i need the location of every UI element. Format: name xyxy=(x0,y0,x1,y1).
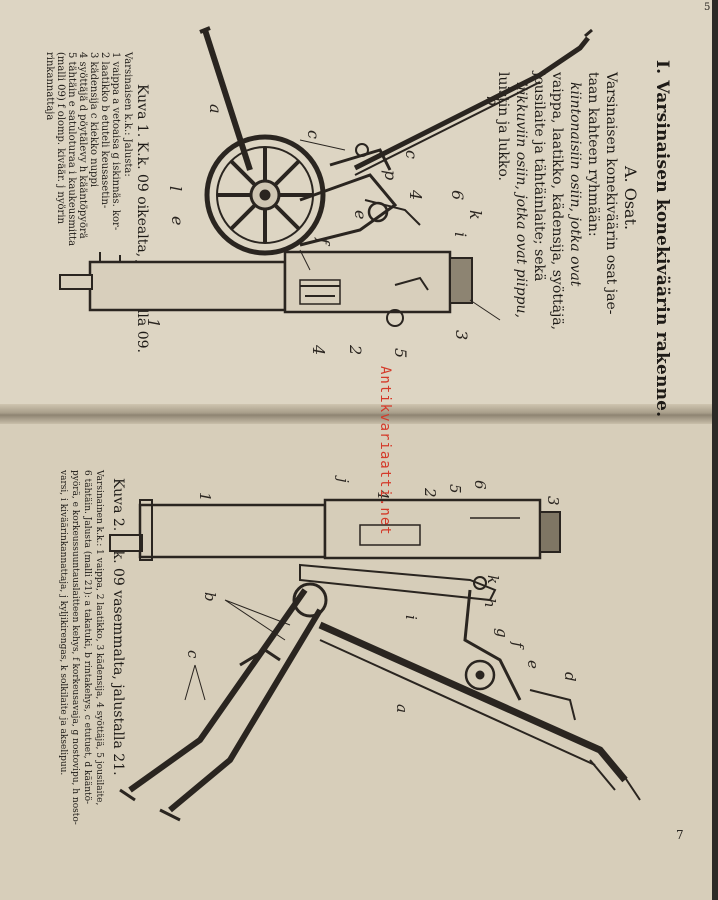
trail-bar xyxy=(353,36,590,171)
page-number: 7 xyxy=(676,828,684,842)
drawing-label: c xyxy=(402,150,421,159)
rear-grip xyxy=(539,511,561,553)
upper-page xyxy=(0,0,718,410)
drawing-label: e xyxy=(524,660,542,669)
drawing-label: e xyxy=(168,216,187,225)
page-edge xyxy=(712,0,718,900)
drawing-label: 6 xyxy=(448,190,467,200)
front-leg-b xyxy=(168,608,323,813)
drawing-label: 4 xyxy=(374,489,392,500)
drawing-label: k xyxy=(484,575,502,584)
watermark: Antikvariaatti.net xyxy=(377,366,393,536)
gun-body-fig1 xyxy=(59,250,473,327)
drawing-label: 3 xyxy=(452,330,471,340)
drawing-label: f xyxy=(509,641,527,650)
drawing-label: 1 xyxy=(196,492,214,502)
figure-2-labels: 1 4 2 5 6 3 j k h i g f e d a b c xyxy=(184,475,579,713)
rear-leg xyxy=(318,621,628,783)
drawing-label: b xyxy=(483,96,502,106)
drawing-label: 1 xyxy=(144,318,163,328)
drawing-label: 4 xyxy=(309,344,328,355)
handle-arm xyxy=(202,29,253,171)
figure-2-drawing xyxy=(109,498,641,822)
receiver-box xyxy=(323,498,542,560)
carriage-wheel xyxy=(204,134,326,256)
figure-1-drawing xyxy=(59,26,593,327)
drawing-label: 6 xyxy=(471,480,489,490)
drawing-label: 3 xyxy=(544,496,562,506)
drawing-label: p xyxy=(381,170,400,180)
barrel-jacket xyxy=(138,503,327,559)
drawing-label: a xyxy=(206,104,225,114)
drawing-label: b xyxy=(201,592,219,602)
tripod-hub xyxy=(292,582,328,618)
gun-cradle xyxy=(299,563,497,602)
traverse-wheel xyxy=(464,659,496,691)
figure-1-labels: a b c c p e k i f l e 6 4 3 5 2 4 1 xyxy=(144,96,502,358)
front-leg-a xyxy=(128,588,308,793)
elevation-arm xyxy=(463,589,522,701)
drawing-label: a xyxy=(393,704,411,713)
drawing-label: k xyxy=(466,210,485,220)
drawing-label: l xyxy=(166,186,185,191)
drawing-label: g xyxy=(493,628,511,638)
carriage-frame xyxy=(299,173,398,247)
drawing-label: j xyxy=(334,475,352,483)
drawing-label: c xyxy=(184,650,202,659)
drawing-label: d xyxy=(561,672,579,682)
drawing-label: 2 xyxy=(421,487,439,498)
corner-mark: 5 xyxy=(704,2,711,13)
drawing-label: c xyxy=(304,130,323,139)
drawing-label: 5 xyxy=(446,484,464,494)
book-gutter xyxy=(0,404,718,424)
drawing-label: i xyxy=(451,232,470,237)
drawing-label: e xyxy=(351,210,370,219)
drawing-label: 4 xyxy=(406,189,425,200)
lower-page xyxy=(0,418,718,900)
drawing-label: 2 xyxy=(346,344,365,355)
drawing-label: f xyxy=(314,237,333,247)
drawing-label: i xyxy=(402,615,420,620)
drawing-label: 5 xyxy=(391,348,410,358)
drawing-label: h xyxy=(481,598,499,608)
